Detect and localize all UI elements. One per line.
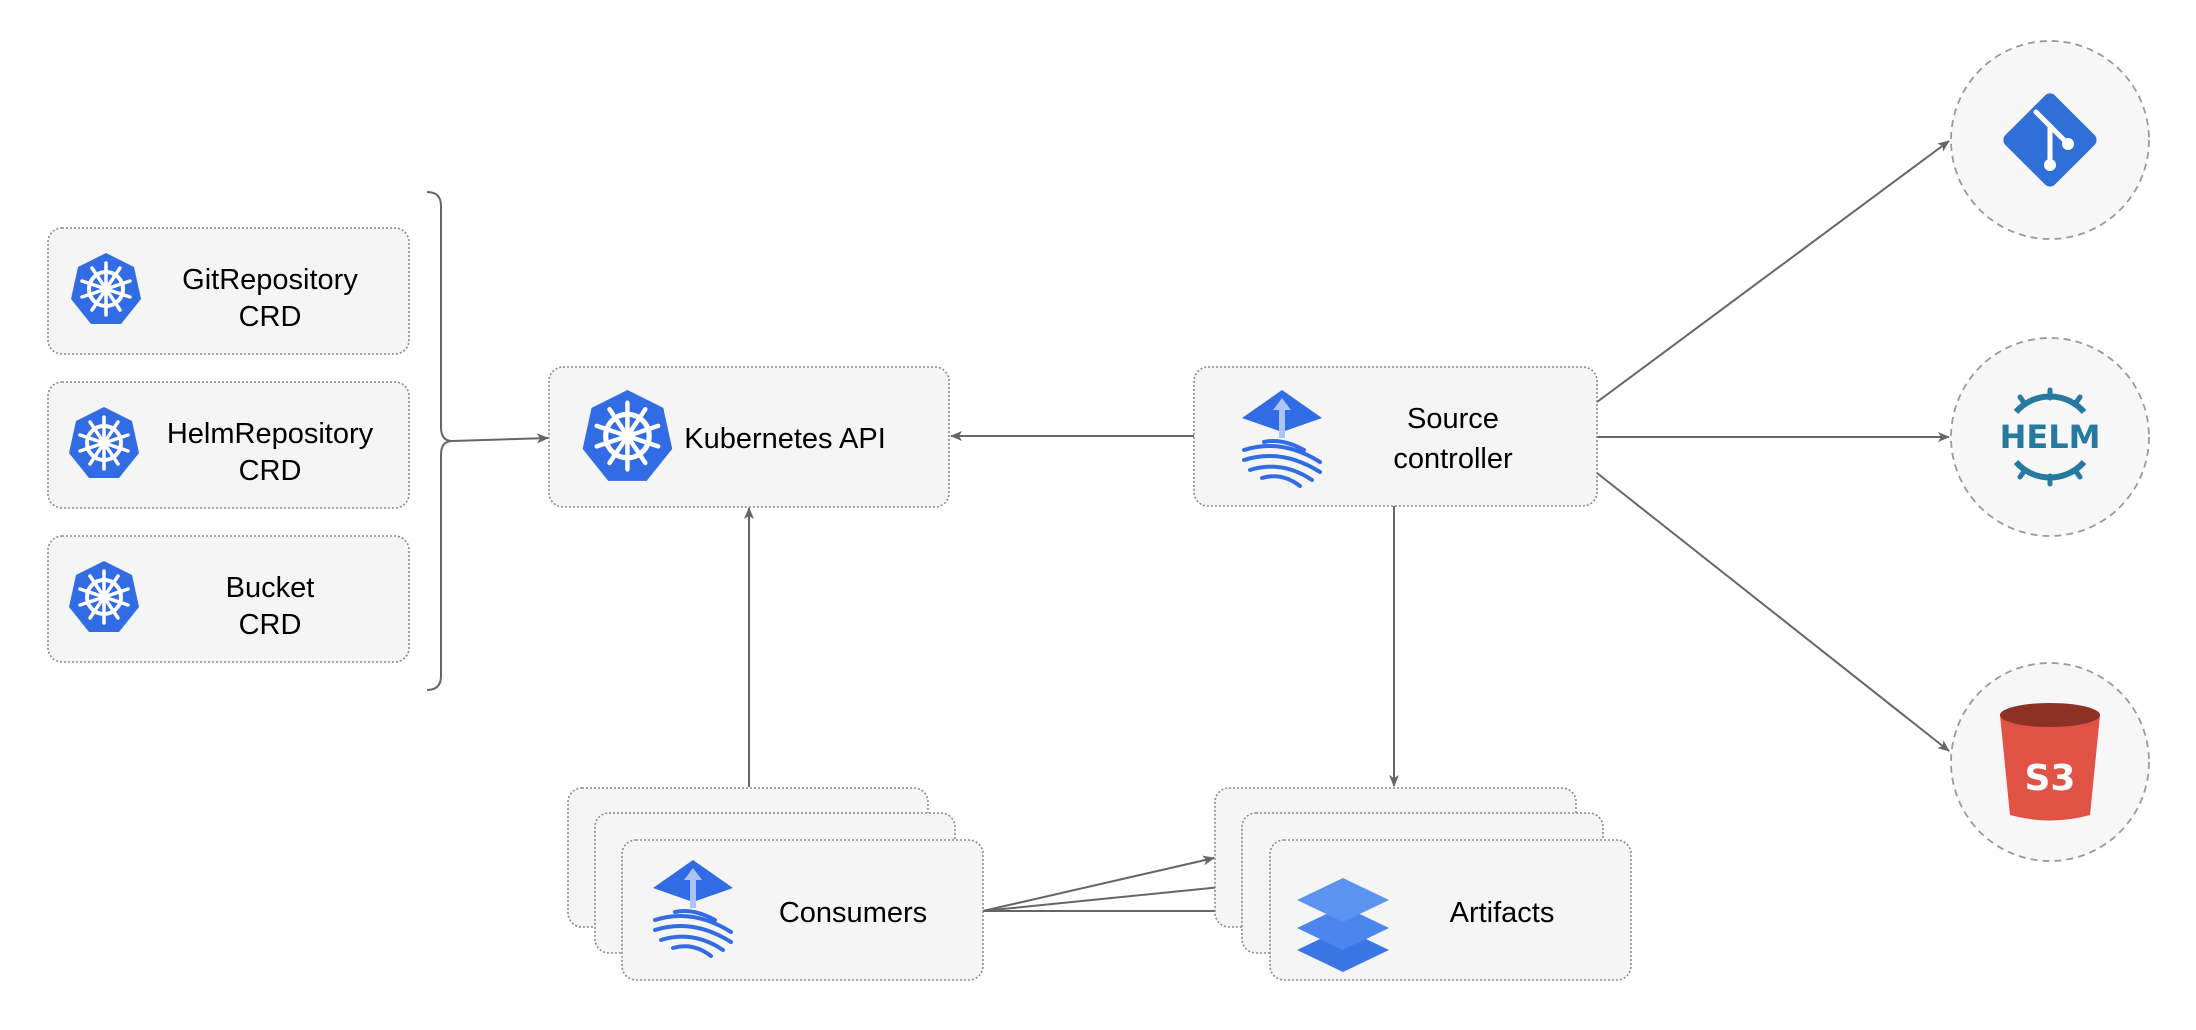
s3-source-node: S3 [1950, 662, 2150, 862]
crd-name: GitRepository [182, 264, 358, 296]
source-controller-label-line1: Source [1407, 403, 1499, 435]
crd-type: CRD [239, 301, 302, 333]
layers-icon [1297, 878, 1389, 972]
gitrepository-crd-node: GitRepository CRD [47, 227, 410, 355]
edge-source-controller-to-git [1596, 140, 1950, 403]
bucket-crd-node: Bucket CRD [47, 535, 410, 663]
consumers-node: Consumers [567, 787, 984, 981]
edge-crds-to-kubernetes-api [451, 433, 549, 444]
git-source-node [1950, 40, 2150, 240]
crd-type: CRD [239, 455, 302, 487]
edge-consumers-to-artifacts-1 [982, 855, 1215, 912]
crd-name: Bucket [226, 572, 315, 604]
kubernetes-api-label: Kubernetes API [684, 423, 886, 455]
kubernetes-api-node: Kubernetes API [548, 366, 950, 508]
crd-brace [426, 191, 453, 691]
consumers-label: Consumers [779, 897, 927, 929]
s3-label: S3 [2025, 758, 2076, 799]
helm-icon: HELM [2000, 387, 2101, 487]
artifacts-node: Artifacts [1214, 787, 1632, 981]
git-icon [2003, 93, 2097, 187]
source-controller-label-line2: controller [1393, 443, 1513, 475]
source-controller-node: Source controller [1193, 366, 1598, 507]
helmrepository-crd-node: HelmRepository CRD [47, 381, 410, 509]
helm-label: HELM [2000, 418, 2101, 456]
s3-bucket-icon: S3 [2000, 703, 2100, 821]
helm-source-node: HELM [1950, 337, 2150, 537]
crd-name: HelmRepository [167, 418, 374, 450]
crd-type: CRD [239, 609, 302, 641]
edge-consumers-to-artifacts-2 [982, 881, 1242, 912]
edge-source-controller-to-s3 [1596, 472, 1950, 752]
artifacts-label: Artifacts [1450, 897, 1555, 929]
